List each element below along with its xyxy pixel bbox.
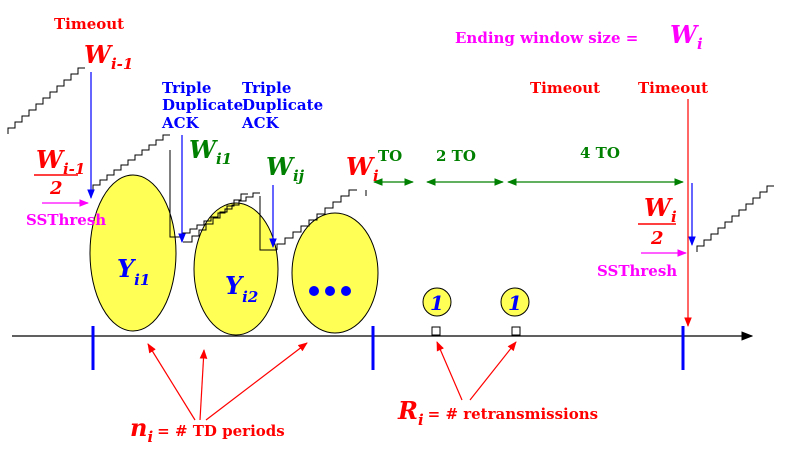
td-pointer-arrow <box>205 342 308 421</box>
y-i1-label: Yi1 <box>117 254 150 289</box>
retransmission-marker <box>511 326 521 336</box>
ending-window-size-label: Ending window size = <box>455 29 638 47</box>
ellipsis-dot <box>341 286 351 296</box>
timeout-label-mid: Timeout <box>530 79 600 97</box>
y-i2-label: Yi2 <box>225 271 258 306</box>
triple-dup-ack-1: Triple Duplicate ACK <box>161 79 248 132</box>
retransmission-marker <box>431 326 441 336</box>
td-period-ellipse-3 <box>291 212 379 334</box>
2to-interval-label: 2 TO <box>436 147 476 165</box>
4to-interval-label: 4 TO <box>580 144 620 162</box>
td-period-ellipse-2 <box>193 202 279 336</box>
timeout-label-left: Timeout <box>54 15 124 33</box>
ssthresh-right-numerator: Wi <box>644 193 677 226</box>
window-staircase <box>7 67 774 252</box>
ssthresh-right-denominator: 2 <box>650 228 664 249</box>
td-pointer-arrow <box>199 349 208 421</box>
timeout-label-right: Timeout <box>638 79 708 97</box>
ending-window-size-symbol: Wi <box>670 20 703 53</box>
ssthresh-right-label: SSThresh <box>597 262 677 280</box>
ellipsis-dot <box>325 286 335 296</box>
w-prev-label: Wi-1 <box>84 40 133 73</box>
retransmission-circle <box>422 287 452 317</box>
triple-dup-ack-2: Triple Duplicate ACK <box>241 79 328 132</box>
w-ij-label: Wij <box>266 152 305 185</box>
ssthresh-left-denominator: 2 <box>49 178 63 199</box>
td-period-ellipse-1 <box>89 174 177 332</box>
w-i-label: Wi <box>346 152 379 185</box>
td-pointer-arrow <box>147 343 196 421</box>
to-interval-label: TO <box>378 147 402 165</box>
n-i-label: ni= # TD periods <box>130 413 285 446</box>
w-i1-label: Wi1 <box>189 135 232 168</box>
retrans-pointer-arrow <box>469 341 517 401</box>
retransmission-count: 1 <box>430 291 444 315</box>
r-i-label: Ri= # retransmissions <box>397 396 598 429</box>
retransmission-count: 1 <box>508 291 522 315</box>
ellipsis-dot <box>309 286 319 296</box>
retrans-pointer-arrow <box>436 341 463 401</box>
retransmission-circle <box>500 287 530 317</box>
ssthresh-left-numerator: Wi-1 <box>36 145 85 178</box>
ssthresh-left-label: SSThresh <box>26 211 106 229</box>
